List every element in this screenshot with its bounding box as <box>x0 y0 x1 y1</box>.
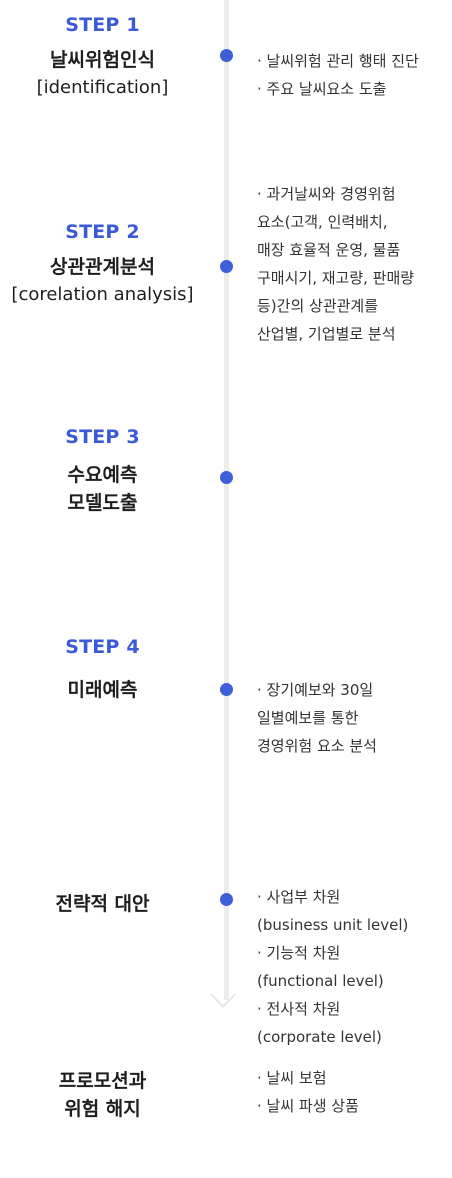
desc-line: 일별예보를 통한 <box>257 709 359 727</box>
desc-line: · 사업부 차원 <box>257 888 341 906</box>
step-4-label: STEP 4 <box>65 636 140 658</box>
desc-line: · 주요 날씨요소 도출 <box>257 80 387 98</box>
desc-line: · 날씨위험 관리 행태 진단 <box>257 52 419 70</box>
desc-line: 매장 효율적 운영, 물품 <box>257 241 401 259</box>
step-3-title-line: 수요예측 <box>67 464 138 486</box>
desc-line: 경영위험 요소 분석 <box>257 737 377 755</box>
step-3-dot <box>220 471 233 484</box>
desc-line: (corporate level) <box>257 1028 382 1046</box>
step-1-dot <box>220 49 233 62</box>
desc-line: · 날씨 파생 상품 <box>257 1097 359 1115</box>
strategy-dot <box>220 893 233 906</box>
step-3-title: 수요예측 모델도출 <box>0 461 205 517</box>
promotion-title-line: 위험 해지 <box>64 1098 141 1120</box>
timeline-line <box>224 0 229 1000</box>
step-3-label: STEP 3 <box>65 426 140 448</box>
step-2-subtitle: [corelation analysis] <box>11 284 194 305</box>
step-3-title-line: 모델도출 <box>67 492 138 514</box>
desc-line: · 전사적 차원 <box>257 1000 341 1018</box>
step-2-title-text: 상관관계분석 <box>50 256 155 278</box>
desc-line: · 장기예보와 30일 <box>257 681 374 699</box>
step-4-dot <box>220 683 233 696</box>
desc-line: 구매시기, 재고량, 판매량 <box>257 269 415 287</box>
strategy-description: · 사업부 차원 (business unit level) · 기능적 차원 … <box>257 883 447 1051</box>
desc-line: 산업별, 기업별로 분석 <box>257 325 396 343</box>
desc-line: · 과거날씨와 경영위험 <box>257 185 396 203</box>
step-2-dot <box>220 260 233 273</box>
promotion-title: 프로모션과 위험 해지 <box>0 1067 205 1123</box>
promotion-description: · 날씨 보험 · 날씨 파생 상품 <box>257 1064 447 1120</box>
desc-line: 요소(고객, 인력배치, <box>257 213 388 231</box>
timeline-arrow-down-icon <box>210 982 236 1008</box>
promotion-title-line: 프로모션과 <box>58 1070 147 1092</box>
strategy-title: 전략적 대안 <box>55 893 150 915</box>
desc-line: (functional level) <box>257 972 384 990</box>
step-2-description: · 과거날씨와 경영위험 요소(고객, 인력배치, 매장 효율적 운영, 물품 … <box>257 180 447 348</box>
step-4-title: 미래예측 <box>67 679 138 701</box>
step-2-title: 상관관계분석 [corelation analysis] <box>0 253 205 309</box>
step-1-title: 날씨위험인식 [identification] <box>0 46 205 102</box>
step-1-subtitle: [identification] <box>36 77 169 98</box>
step-4-description: · 장기예보와 30일 일별예보를 통한 경영위험 요소 분석 <box>257 676 447 760</box>
step-1-description: · 날씨위험 관리 행태 진단 · 주요 날씨요소 도출 <box>257 47 447 103</box>
desc-line: (business unit level) <box>257 916 409 934</box>
step-1-title-text: 날씨위험인식 <box>50 49 155 71</box>
desc-line: · 날씨 보험 <box>257 1069 327 1087</box>
desc-line: · 기능적 차원 <box>257 944 341 962</box>
desc-line: 등)간의 상관관계를 <box>257 297 379 315</box>
step-2-label: STEP 2 <box>65 221 140 243</box>
step-1-label: STEP 1 <box>65 14 140 36</box>
